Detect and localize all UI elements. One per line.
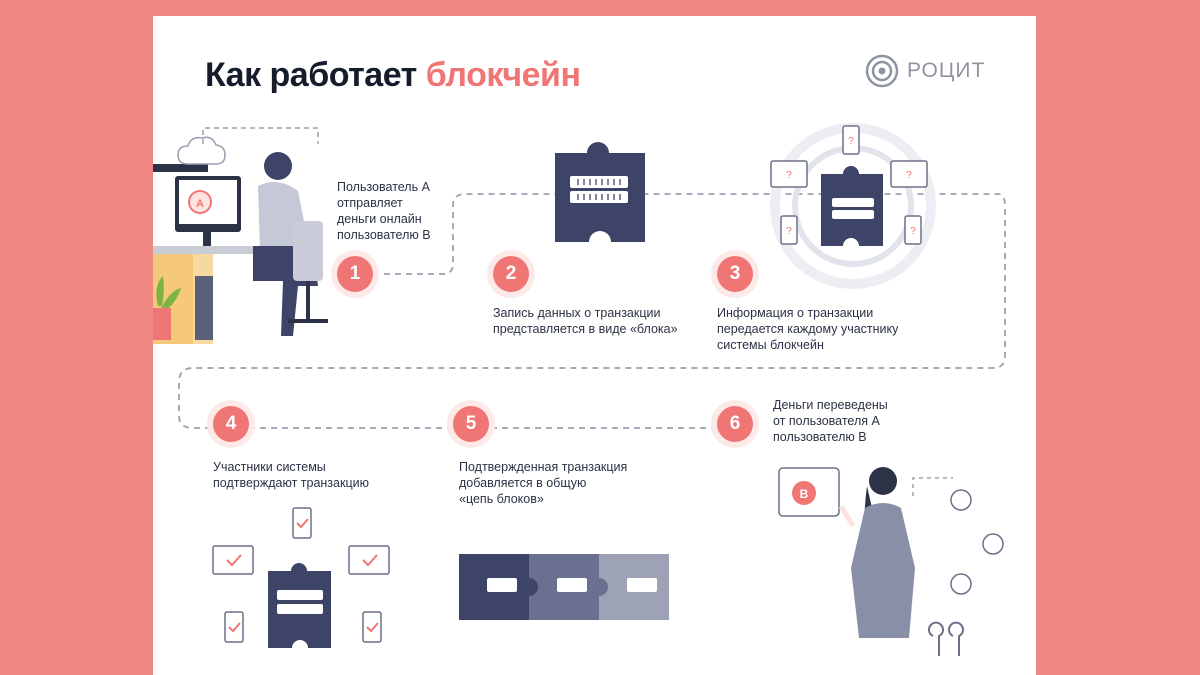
step-2-text: Запись данных о транзакции представляетс… — [493, 306, 678, 336]
svg-text:?: ? — [786, 226, 792, 237]
svg-text:А: А — [196, 198, 204, 210]
svg-text:?: ? — [848, 136, 854, 147]
step-1-text: Пользователь А отправляет деньги онлайн … — [337, 180, 431, 242]
person-at-desk-illustration: А — [153, 127, 328, 344]
block-puzzle-illustration — [555, 142, 645, 242]
title-part-2: блокчейн — [425, 56, 581, 94]
logo-text: РОЦИТ — [907, 59, 986, 82]
step-5-number: 5 — [453, 406, 489, 442]
svg-text:В: В — [800, 487, 809, 501]
devices-confirm-illustration — [212, 507, 390, 648]
step-1-number: 1 — [337, 256, 373, 292]
title-part-1: Как работает — [205, 56, 417, 94]
concentric-circles-icon — [865, 54, 899, 88]
infographic-card: А — [153, 16, 1036, 675]
step-3-text: Информация о транзакции передается каждо… — [717, 306, 899, 352]
woman-received-illustration: В — [778, 467, 1004, 656]
step-2-number: 2 — [493, 256, 529, 292]
step-6-text: Деньги переведены от пользователя А поль… — [773, 398, 888, 444]
network-broadcast-illustration: ? ? ? ? ? — [770, 123, 936, 289]
blockchain-chain-illustration — [459, 554, 669, 620]
step-6-number: 6 — [717, 406, 753, 442]
page-title: Как работает блокчейн — [205, 56, 581, 95]
svg-text:?: ? — [906, 170, 912, 181]
process-path — [178, 193, 1006, 429]
step-5-text: Подтвержденная транзакция добавляется в … — [459, 460, 628, 506]
step-4-number: 4 — [213, 406, 249, 442]
step-4-text: Участники системы подтверждают транзакци… — [213, 460, 369, 490]
rocit-logo: РОЦИТ — [865, 54, 985, 88]
step-3-number: 3 — [717, 256, 753, 292]
svg-text:?: ? — [786, 170, 792, 181]
illustration-layer: А — [153, 123, 1006, 656]
svg-text:?: ? — [910, 226, 916, 237]
